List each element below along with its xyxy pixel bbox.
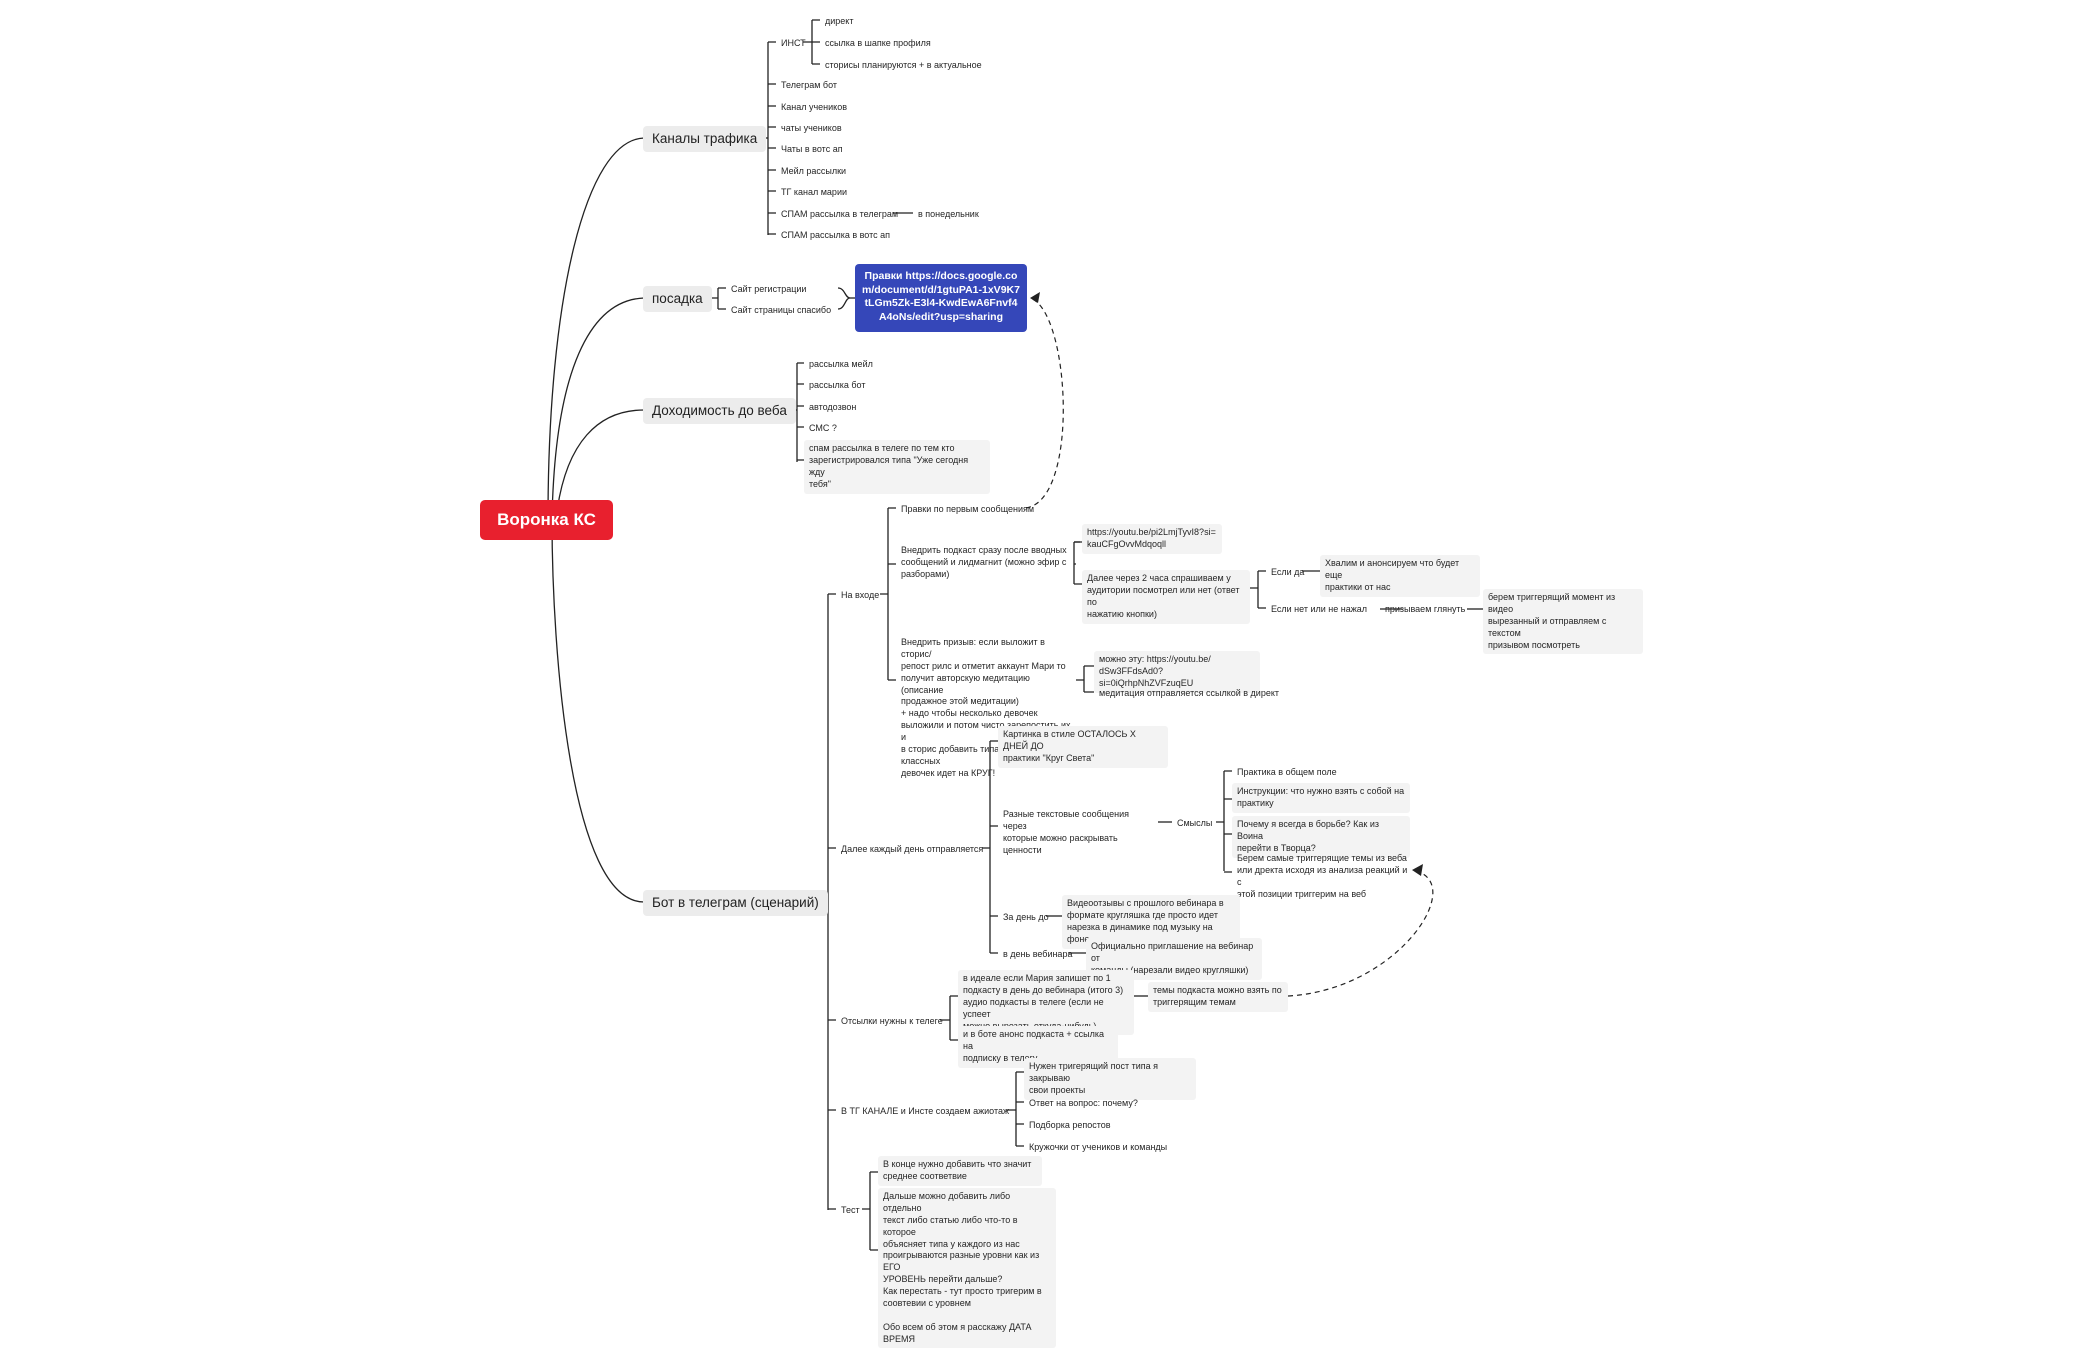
- traffic-item[interactable]: чаты учеников: [781, 123, 842, 133]
- entry-after-2h[interactable]: Далее через 2 часа спрашиваем у аудитори…: [1082, 570, 1250, 624]
- traffic-item[interactable]: Канал учеников: [781, 102, 847, 112]
- entry-yt-link[interactable]: https://youtu.be/pi2LmjTyvI8?si= kauCFgO…: [1082, 524, 1222, 554]
- meanings-item[interactable]: Почему я всегда в борьбе? Как из Воина п…: [1232, 816, 1410, 858]
- refs-announce[interactable]: и в боте анонс подкаста + ссылка на подп…: [958, 1026, 1118, 1068]
- bot-hype[interactable]: В ТГ КАНАЛЕ и Инсте создаем ажиотаж: [841, 1106, 1010, 1116]
- landing-item[interactable]: Сайт регистрации: [731, 284, 807, 294]
- entry-podcast[interactable]: Внедрить подкаст сразу после вводных соо…: [901, 545, 1067, 579]
- spam-tg-note[interactable]: в понедельник: [918, 209, 979, 219]
- branch-landing[interactable]: посадка: [643, 286, 712, 312]
- entry-first-msgs[interactable]: Правки по первым сообщениям: [901, 504, 1035, 514]
- hype-item[interactable]: Кружочки от учеников и команды: [1029, 1142, 1168, 1152]
- daily-meanings[interactable]: Смыслы: [1177, 818, 1213, 828]
- entry-maybe-this[interactable]: можно эту: https://youtu.be/ dSw3FFdsAd0…: [1094, 651, 1260, 693]
- daily-picture[interactable]: Картинка в стиле ОСТАЛОСЬ Х ДНЕЙ ДО прак…: [998, 726, 1168, 768]
- entry-call[interactable]: призываем глянуть: [1385, 604, 1466, 614]
- traffic-item[interactable]: СПАМ рассылка в телеграм: [781, 209, 899, 219]
- traffic-item[interactable]: Мейл рассылки: [781, 166, 847, 176]
- test-end[interactable]: В конце нужно добавить что значит средне…: [878, 1156, 1042, 1186]
- bot-refs[interactable]: Отсылки нужны к телеге: [841, 1016, 943, 1026]
- branch-traffic-channels[interactable]: Каналы трафика: [643, 126, 767, 152]
- test-more[interactable]: Дальше можно добавить либо отдельно текс…: [878, 1188, 1056, 1348]
- traffic-inst[interactable]: ИНСТ: [781, 38, 806, 48]
- inst-item[interactable]: ссылка в шапке профиля: [825, 38, 931, 48]
- branch-telegram-bot[interactable]: Бот в телеграм (сценарий): [643, 890, 828, 916]
- branch-reach[interactable]: Доходимость до веба: [643, 398, 796, 424]
- daily-texts[interactable]: Разные текстовые сообщения через которые…: [1003, 809, 1129, 855]
- traffic-item[interactable]: СПАМ рассылка в вотс ап: [781, 230, 891, 240]
- mindmap-canvas: Воронка КС Каналы трафика ИНСТ директ сс…: [480, 16, 1643, 1348]
- root-node[interactable]: Воронка КС: [480, 500, 613, 540]
- reach-item[interactable]: автодозвон: [809, 402, 857, 412]
- reach-item[interactable]: рассылка мейл: [809, 359, 873, 369]
- entry-call-action[interactable]: берем триггерящий момент из видео выреза…: [1483, 589, 1643, 655]
- entry-if-no[interactable]: Если нет или не нажал: [1271, 604, 1368, 614]
- meanings-item[interactable]: Берем самые триггерящие темы из веба или…: [1237, 853, 1408, 899]
- meanings-item[interactable]: Практика в общем поле: [1237, 767, 1337, 777]
- bot-test[interactable]: Тест: [841, 1205, 860, 1215]
- bot-entry[interactable]: На входе: [841, 590, 880, 600]
- inst-item[interactable]: директ: [825, 16, 854, 26]
- daily-day-before[interactable]: За день до: [1003, 912, 1049, 922]
- reach-item[interactable]: СМС ?: [809, 423, 837, 433]
- hype-item[interactable]: Ответ на вопрос: почему?: [1029, 1098, 1138, 1108]
- meanings-item[interactable]: Инструкции: что нужно взять с собой на п…: [1232, 783, 1410, 813]
- reach-item[interactable]: спам рассылка в телеге по тем кто зареги…: [804, 440, 990, 494]
- reach-item[interactable]: рассылка бот: [809, 380, 866, 390]
- refs-topics[interactable]: темы подкаста можно взять по триггерящим…: [1148, 982, 1288, 1012]
- traffic-item[interactable]: ТГ канал марии: [781, 187, 847, 197]
- traffic-item[interactable]: Чаты в вотс ап: [781, 144, 843, 154]
- daily-web-day[interactable]: в день вебинара: [1003, 949, 1073, 959]
- inst-item[interactable]: сторисы планируются + в актуальное: [825, 60, 982, 70]
- entry-if-yes-action[interactable]: Хвалим и анонсируем что будет еще практи…: [1320, 555, 1480, 597]
- connector-lines: [547, 19, 1483, 1251]
- hype-item[interactable]: Подборка репостов: [1029, 1120, 1111, 1130]
- bot-daily[interactable]: Далее каждый день отправляется: [841, 844, 984, 854]
- refs-ideal[interactable]: в идеале если Мария запишет по 1 подкаст…: [958, 970, 1134, 1036]
- traffic-item[interactable]: Телеграм бот: [781, 80, 838, 90]
- entry-meditation[interactable]: медитация отправляется ссылкой в директ: [1099, 688, 1279, 698]
- entry-if-yes[interactable]: Если да: [1271, 567, 1305, 577]
- hype-item[interactable]: Нужен тригерящий пост типа я закрываю св…: [1024, 1058, 1196, 1100]
- edits-link-node[interactable]: Правки https://docs.google.com/document/…: [855, 264, 1027, 332]
- landing-item[interactable]: Сайт страницы спасибо: [731, 305, 832, 315]
